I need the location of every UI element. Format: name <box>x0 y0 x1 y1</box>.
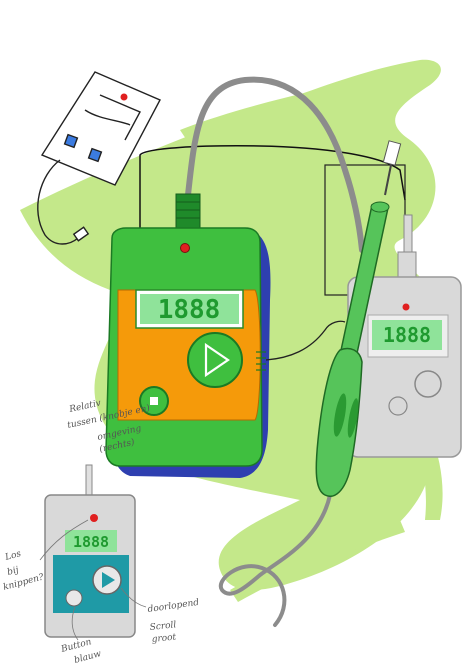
annotation-arrow <box>120 587 147 608</box>
right-lcd <box>372 320 442 350</box>
annotation-side-line-1: bij <box>6 565 20 578</box>
black-wire <box>139 145 406 230</box>
pen-grip-slot <box>347 398 359 438</box>
play-button-circle[interactable] <box>187 332 243 388</box>
side-grip <box>256 351 266 371</box>
main-lcd <box>140 294 239 324</box>
note-plug <box>72 226 90 242</box>
main-lcd-digits: 1888 <box>158 295 221 325</box>
gray-cable-bottom <box>218 493 332 627</box>
note-inner-curve <box>84 109 131 126</box>
note-cord <box>37 159 79 245</box>
play-triangle-icon <box>204 342 230 378</box>
pen-top <box>370 201 390 213</box>
small-lcd-digits: 1888 <box>73 533 109 551</box>
small-round-button[interactable] <box>65 589 83 607</box>
note-outline <box>40 71 161 186</box>
stop-button[interactable] <box>139 386 169 416</box>
small-antenna <box>85 464 93 498</box>
annotation-arrow <box>39 519 89 561</box>
right-antenna-base <box>397 251 417 278</box>
pen-tip-clip <box>382 140 402 166</box>
pen-probe <box>315 140 402 497</box>
annotation-scroll-line-1: groot <box>151 632 177 645</box>
main-to-pen-wire <box>265 320 346 361</box>
small-play-button[interactable] <box>92 565 122 595</box>
sketch-note-card <box>37 71 161 245</box>
note-blue-square-2 <box>87 147 103 163</box>
small-lcd <box>65 530 117 552</box>
note-blue-square-1 <box>63 133 79 149</box>
red-led-icon <box>120 93 128 101</box>
stop-square-icon <box>150 397 158 405</box>
main-connector <box>175 193 201 229</box>
right-lcd-digits: 1888 <box>383 323 431 347</box>
right-round-button[interactable] <box>414 370 442 398</box>
splash-stroke-bottom <box>230 520 405 602</box>
small-handheld-device: 1888 <box>44 464 136 638</box>
note-inner-line <box>99 94 141 141</box>
annotation-left-line-0: Relativ <box>68 399 102 416</box>
annotation-bottom-line-1: blauw <box>73 649 102 666</box>
annotation-right-line-0: doorlopend <box>147 598 200 615</box>
play-triangle-icon <box>102 572 115 588</box>
splash-stroke-top <box>180 80 380 145</box>
annotation-arrow <box>71 606 79 641</box>
main-device: 1888 <box>105 193 271 478</box>
play-button[interactable] <box>187 332 243 388</box>
pen-grip-slot <box>333 393 347 437</box>
red-led-icon <box>180 243 190 253</box>
red-led-icon <box>402 303 410 311</box>
annotation-scroll-line-0: Scroll <box>149 620 177 633</box>
right-small-button[interactable] <box>388 396 408 416</box>
annotation-side-line-0: Los <box>3 549 22 563</box>
red-led-icon <box>90 514 98 522</box>
gray-cable <box>185 76 365 253</box>
right-handheld-device: 1888 <box>347 214 462 458</box>
